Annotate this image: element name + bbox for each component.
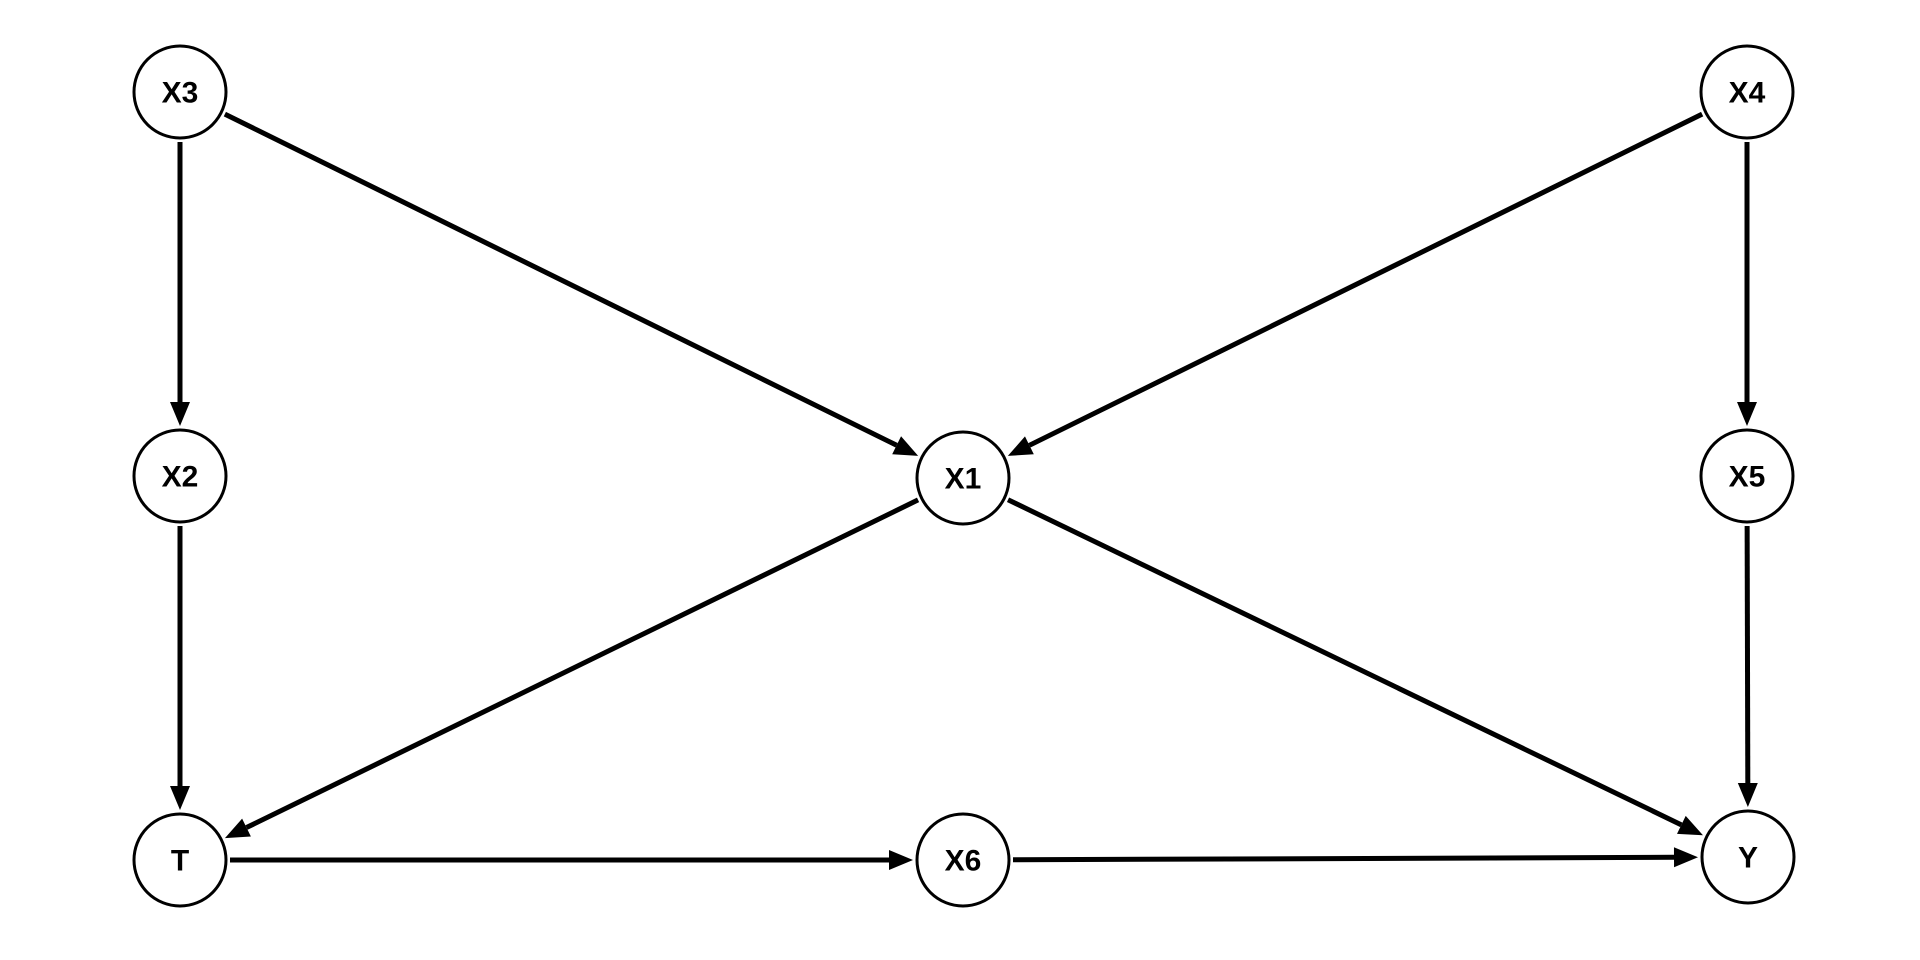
arrowhead-icon xyxy=(1673,847,1699,868)
edge-x2-to-t xyxy=(170,526,190,810)
edge-shaft xyxy=(1028,111,1704,448)
node-circle[interactable] xyxy=(132,812,228,908)
node-circle[interactable] xyxy=(915,430,1011,526)
edge-x3-to-x2 xyxy=(170,142,190,426)
arrowhead-icon xyxy=(889,850,913,870)
arrowhead-icon xyxy=(1007,436,1034,456)
arrowhead-icon xyxy=(1737,782,1758,808)
edge-t-to-x6 xyxy=(230,850,913,870)
edge-x1-to-t xyxy=(224,497,920,839)
node-x4[interactable]: X4 xyxy=(1699,44,1795,140)
node-circle[interactable] xyxy=(915,812,1011,908)
arrowhead-icon xyxy=(170,786,190,810)
edge-shaft xyxy=(223,111,898,448)
edge-x3-to-x1 xyxy=(223,111,919,456)
node-circle[interactable] xyxy=(1699,44,1795,140)
node-x3[interactable]: X3 xyxy=(132,44,228,140)
edge-x5-to-y xyxy=(1737,525,1758,808)
node-x5[interactable]: X5 xyxy=(1699,428,1795,524)
node-x1[interactable]: X1 xyxy=(915,430,1011,526)
node-circle[interactable] xyxy=(1699,428,1795,524)
arrowhead-icon xyxy=(1677,815,1703,836)
edge-x6-to-y xyxy=(1012,847,1699,868)
node-circle[interactable] xyxy=(132,428,228,524)
arrowhead-icon xyxy=(224,818,251,839)
edges-layer xyxy=(170,111,1758,870)
arrowhead-icon xyxy=(170,402,190,426)
node-circle[interactable] xyxy=(132,44,228,140)
node-y[interactable]: Y xyxy=(1700,809,1796,905)
node-x6[interactable]: X6 xyxy=(915,812,1011,908)
edge-x4-to-x5 xyxy=(1737,142,1757,426)
edge-shaft xyxy=(1744,525,1751,784)
arrowhead-icon xyxy=(1737,402,1757,426)
arrowhead-icon xyxy=(892,436,919,456)
edge-shaft xyxy=(245,497,920,830)
edge-x4-to-x1 xyxy=(1007,111,1704,456)
node-circle[interactable] xyxy=(1700,809,1796,905)
node-t[interactable]: T xyxy=(132,812,228,908)
edge-shaft xyxy=(1012,854,1675,863)
edge-x1-to-y xyxy=(1006,497,1703,836)
edge-shaft xyxy=(1006,497,1683,828)
node-x2[interactable]: X2 xyxy=(132,428,228,524)
